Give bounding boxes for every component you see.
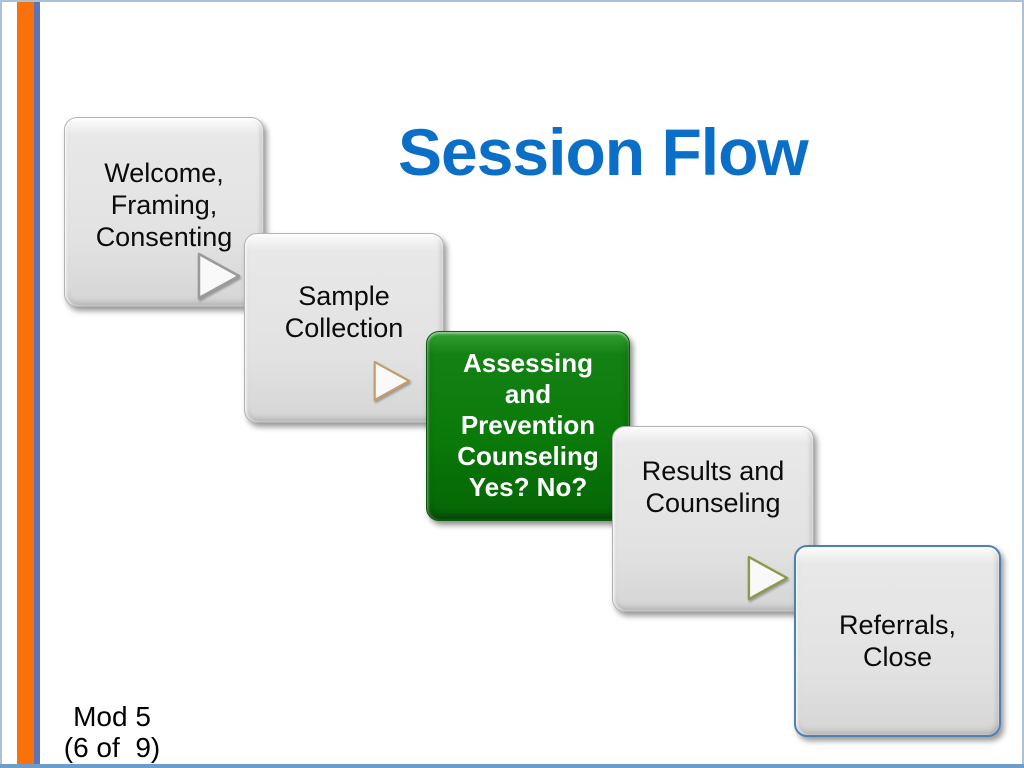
slide-page-indicator: (6 of 9) <box>63 732 161 763</box>
slide-bottom-accent-line <box>0 764 1024 768</box>
arrow-right-icon <box>373 360 411 402</box>
flow-step-welcome-framing-consenting: Welcome, Framing, Consenting <box>64 117 264 307</box>
arrow-right-icon <box>197 252 241 300</box>
flow-step-results-and-counseling: Results and Counseling <box>612 426 814 612</box>
page-title: Session Flow <box>398 115 809 190</box>
flow-step-sample-collection: Sample Collection <box>244 233 444 423</box>
flow-step-assessing-prevention-counseling: Assessing and Prevention Counseling Yes?… <box>426 331 630 521</box>
flow-step-label: Results and Counseling <box>641 456 785 518</box>
flow-step-label: Assessing and Prevention Counseling Yes?… <box>457 348 599 502</box>
left-accent-stripe-blue <box>34 0 40 768</box>
left-accent-stripe-orange <box>17 0 34 768</box>
arrow-right-icon <box>747 555 789 601</box>
module-number: Mod 5 <box>73 701 151 732</box>
flow-step-referrals-close: Referrals, Close <box>794 545 1001 737</box>
slide-footer: Mod 5 (6 of 9) <box>56 701 168 763</box>
flow-step-label: Welcome, Framing, Consenting <box>95 158 233 252</box>
flow-step-label: Referrals, Close <box>838 610 957 672</box>
flow-step-label: Sample Collection <box>284 281 404 343</box>
